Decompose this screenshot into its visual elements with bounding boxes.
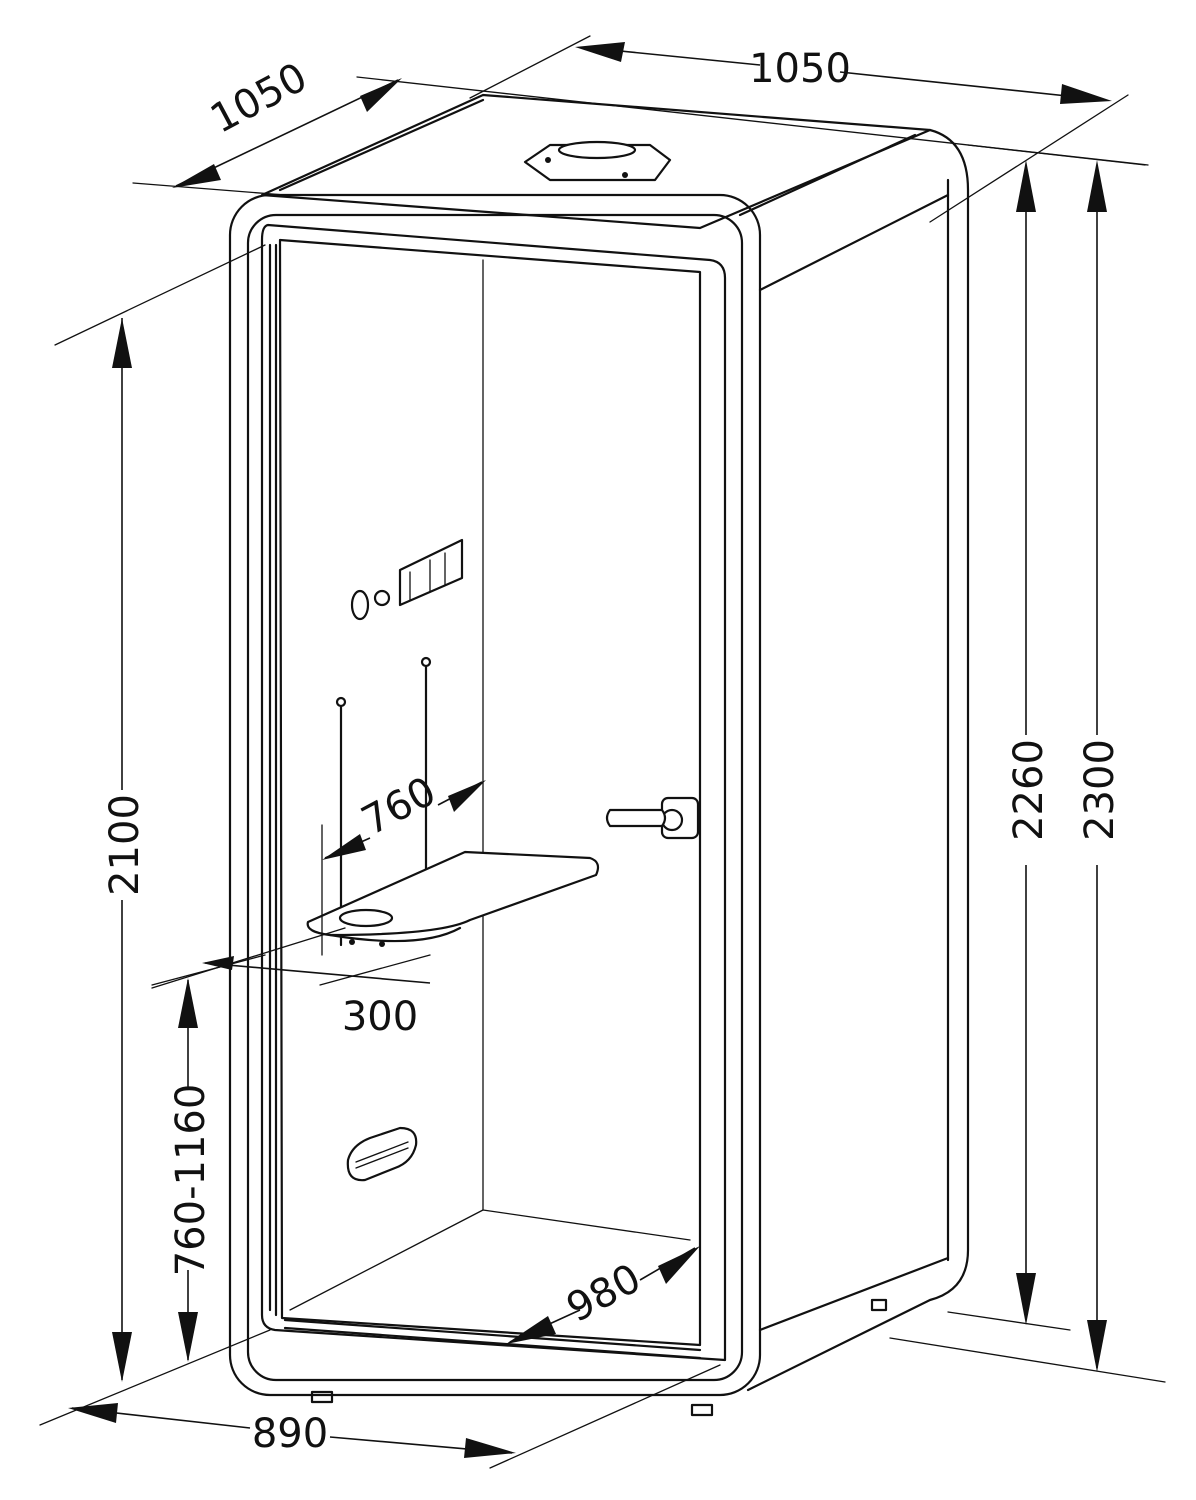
- dim-inner-height: 2100: [102, 794, 148, 896]
- door-outline: [260, 223, 727, 1362]
- control-panel-icon: [350, 538, 464, 621]
- dim-front-width: 890: [252, 1411, 328, 1457]
- dimension-lines: [39, 35, 1166, 1469]
- interior-floor-right: [482, 1209, 691, 1241]
- fan-vent-icon: [523, 140, 672, 182]
- hook-rods: [335, 656, 432, 947]
- front-frame-mid: [246, 213, 744, 1382]
- foot-front: [690, 1403, 714, 1417]
- door-glass: [278, 238, 702, 1347]
- side-top-edge: [758, 193, 950, 292]
- dim-top-width: 1050: [749, 46, 851, 92]
- dim-total-height-b: 2300: [1077, 739, 1123, 841]
- roof-edge-left: [278, 98, 485, 192]
- dim-table-width: 760: [354, 768, 443, 844]
- booth-body: [228, 93, 970, 1417]
- dim-table-depth: 300: [342, 994, 418, 1040]
- dim-table-height-range: 760-1160: [168, 1084, 214, 1277]
- side-bottom-edge: [758, 1256, 950, 1332]
- door-threshold-2: [283, 1326, 702, 1360]
- dim-total-height-a: 2260: [1006, 739, 1052, 841]
- roof-edge-right: [738, 133, 917, 217]
- table: [306, 850, 600, 947]
- door-handle-icon: [605, 796, 700, 840]
- front-frame-outer: [228, 193, 762, 1397]
- door-threshold: [283, 1318, 702, 1352]
- interior-floor-left: [289, 1209, 484, 1311]
- air-vent-icon: [346, 1126, 418, 1182]
- dimension-labels: 1050 1050 2100 2260 2300 760 300 760-116…: [102, 46, 1123, 1457]
- dim-floor-depth: 980: [559, 1255, 648, 1331]
- foot-right: [870, 1298, 888, 1312]
- foot-left: [310, 1390, 334, 1404]
- dim-top-depth: 1050: [203, 54, 314, 142]
- side-panel-outline: [746, 128, 970, 1392]
